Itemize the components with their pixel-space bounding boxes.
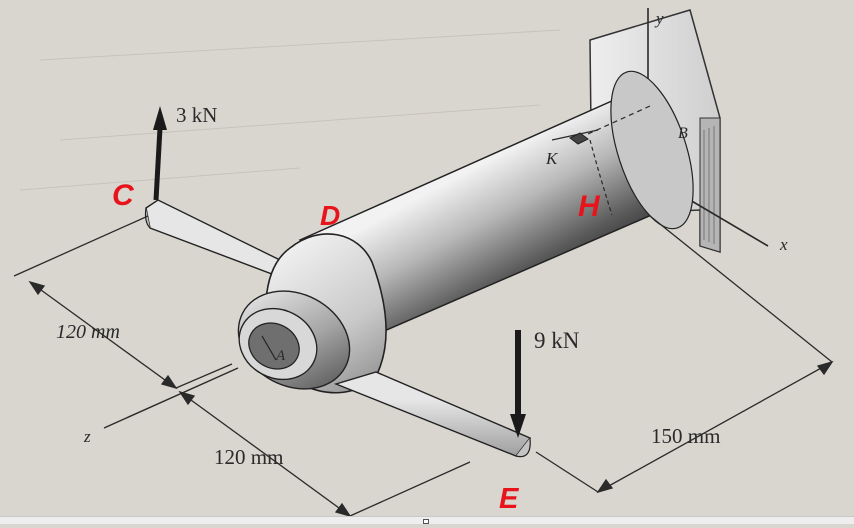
dimension-120-left-label: 120 mm	[56, 321, 120, 343]
annotation-d: D	[320, 200, 340, 231]
y-axis-label: y	[654, 9, 664, 28]
lever-arm-e	[333, 371, 532, 458]
dimension-120-bottom-label: 120 mm	[214, 445, 283, 469]
annotation-c: C	[112, 179, 135, 212]
annotation-h: H	[578, 190, 601, 223]
x-axis: x	[689, 199, 788, 254]
z-axis-label: z	[83, 427, 91, 446]
x-axis-label: x	[779, 235, 788, 254]
point-k-label: K	[545, 149, 559, 168]
point-k: K	[545, 132, 589, 168]
annotation-e: E	[499, 483, 520, 515]
force-arrow-e: 9 kN	[510, 328, 580, 438]
dimension-120-left	[13, 215, 233, 390]
force-c-label: 3 kN	[176, 103, 217, 127]
dimension-150-label: 150 mm	[651, 424, 720, 448]
page-background	[19, 29, 561, 191]
force-arrow-c: 3 kN	[153, 103, 217, 201]
z-axis: z	[83, 367, 239, 446]
boss-a: A	[237, 290, 351, 390]
point-a-label: A	[275, 348, 286, 364]
shaft	[298, 70, 694, 333]
point-b-label: B	[678, 125, 688, 142]
dimension-120-bottom	[178, 390, 471, 518]
resize-handle[interactable]	[423, 519, 429, 524]
lever-arm-c	[144, 199, 286, 275]
force-e-label: 9 kN	[534, 328, 580, 353]
dimension-150	[535, 215, 834, 494]
